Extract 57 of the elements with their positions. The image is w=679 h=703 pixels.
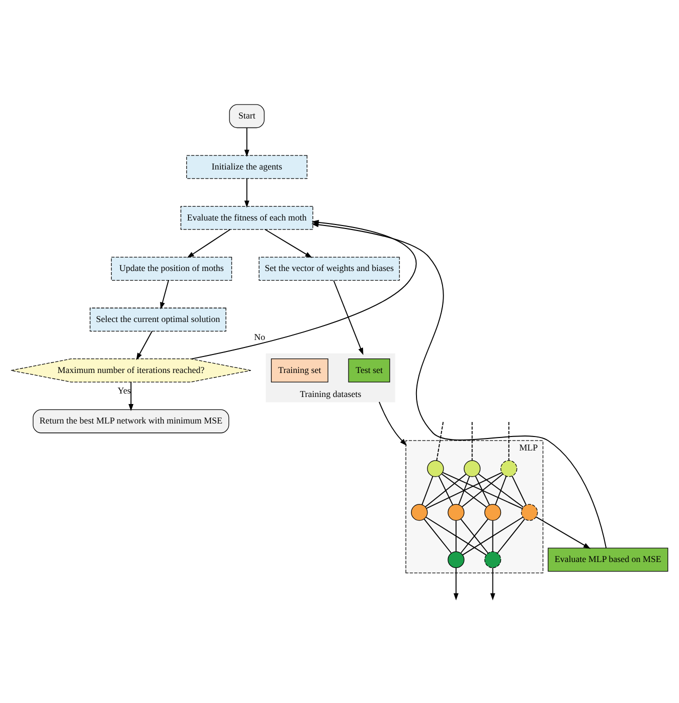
node-box: Update the position of moths	[111, 256, 232, 280]
connector	[462, 516, 524, 555]
arrow	[160, 279, 169, 309]
node-box: Return the best MLP network with minimum MSE	[32, 408, 230, 433]
node-box: Evaluate the fitness of each moth	[180, 205, 314, 230]
connector	[422, 475, 434, 505]
node-box: Set the vector of weights and biases	[258, 256, 400, 280]
connector	[438, 475, 454, 505]
edge-label: Yes	[118, 385, 131, 396]
arrow	[454, 566, 459, 600]
connector	[424, 473, 467, 507]
node-circle	[411, 504, 428, 520]
arrow	[136, 330, 152, 360]
arrow	[333, 280, 364, 355]
arrow	[244, 126, 250, 156]
node-circle	[484, 550, 502, 568]
connector	[436, 420, 444, 461]
node-circle	[521, 504, 538, 520]
connector	[442, 472, 523, 509]
node-box: Start	[229, 104, 265, 128]
node-circle	[448, 504, 464, 520]
connector	[492, 520, 494, 552]
node-box: Evaluate MLP based on MSE	[548, 547, 668, 572]
node-circle	[448, 550, 464, 568]
connector	[426, 472, 502, 508]
arrow	[378, 401, 407, 446]
node-box: Test set	[348, 358, 390, 382]
connector	[458, 475, 470, 505]
arrow	[186, 228, 231, 258]
edge-label: No	[254, 332, 266, 342]
connector	[441, 472, 488, 508]
connector	[460, 518, 488, 553]
connector	[497, 518, 526, 553]
node-circle	[500, 460, 518, 476]
connector	[462, 473, 504, 507]
connector	[472, 420, 473, 460]
connector	[508, 420, 510, 460]
node-box: Select the current optimal solution	[90, 307, 226, 331]
connector	[474, 475, 490, 505]
arrow	[536, 516, 591, 548]
cluster: MLP	[406, 440, 544, 573]
node-circle	[484, 504, 502, 520]
connector	[478, 472, 524, 508]
connector	[494, 475, 507, 505]
arrow	[311, 222, 607, 548]
node-circle	[464, 460, 481, 476]
connector	[424, 518, 452, 553]
arrow	[490, 566, 496, 600]
arrow	[264, 228, 312, 258]
node-circle	[427, 460, 444, 476]
node-box: Initialize the agents	[186, 154, 308, 178]
node-box: Training set	[270, 358, 328, 382]
connector	[512, 475, 527, 505]
connector	[425, 516, 487, 555]
arrow	[128, 381, 134, 411]
arrow	[244, 178, 250, 208]
connector	[456, 520, 457, 552]
